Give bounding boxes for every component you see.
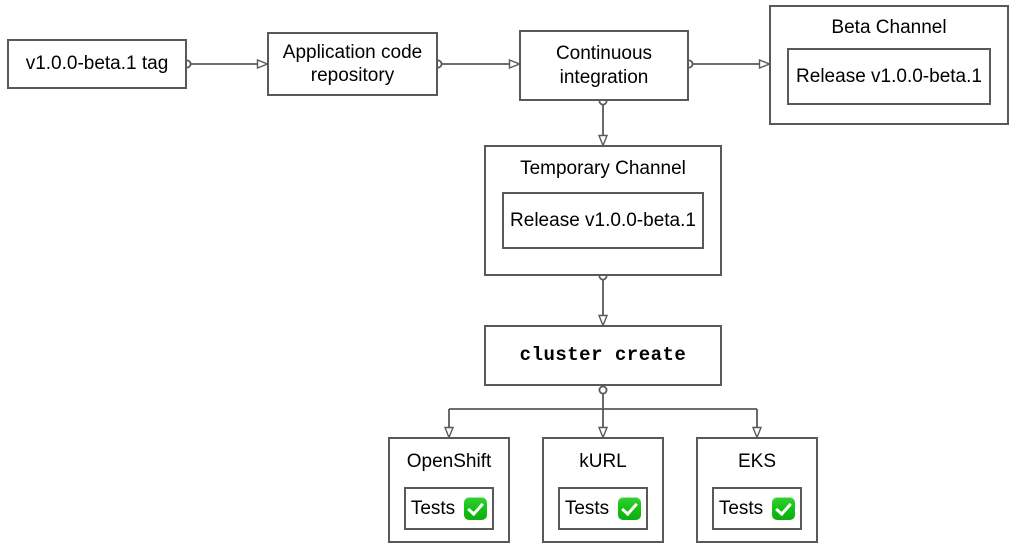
openshift-tests-box[interactable]: Tests: [404, 487, 494, 530]
temporary-channel-release-box[interactable]: Release v1.0.0-beta.1: [502, 192, 704, 249]
green-check-icon: [772, 497, 796, 520]
group-beta-channel[interactable]: Beta Channel Release v1.0.0-beta.1: [769, 5, 1009, 125]
green-check-icon: [464, 497, 488, 520]
kurl-tests-label: Tests: [564, 497, 610, 519]
green-check-icon: [618, 497, 642, 520]
temporary-channel-release-label: Release v1.0.0-beta.1: [510, 209, 696, 231]
beta-channel-title: Beta Channel: [831, 17, 947, 38]
kurl-tests-box[interactable]: Tests: [558, 487, 648, 530]
node-cluster-create-label: cluster create: [519, 343, 687, 366]
group-eks[interactable]: EKS Tests: [696, 437, 818, 543]
beta-channel-release-label: Release v1.0.0-beta.1: [796, 65, 982, 87]
group-kurl[interactable]: kURL Tests: [542, 437, 664, 543]
node-repo-label: Application code repository: [282, 41, 423, 86]
group-temporary-channel[interactable]: Temporary Channel Release v1.0.0-beta.1: [484, 145, 722, 276]
edge-source-dot: [598, 385, 608, 395]
node-ci-label: Continuous integration: [555, 43, 653, 88]
node-cluster-create[interactable]: cluster create: [484, 325, 722, 386]
node-tag-label: v1.0.0-beta.1 tag: [25, 53, 169, 75]
openshift-tests-label: Tests: [410, 497, 456, 519]
eks-tests-label: Tests: [718, 497, 764, 519]
eks-tests-box[interactable]: Tests: [712, 487, 802, 530]
eks-title: EKS: [737, 451, 777, 472]
beta-channel-release-box[interactable]: Release v1.0.0-beta.1: [787, 48, 991, 105]
temporary-channel-title: Temporary Channel: [520, 158, 686, 179]
node-application-code-repository[interactable]: Application code repository: [267, 32, 438, 96]
node-continuous-integration[interactable]: Continuous integration: [519, 30, 689, 101]
node-tag[interactable]: v1.0.0-beta.1 tag: [7, 39, 187, 89]
group-openshift[interactable]: OpenShift Tests: [388, 437, 510, 543]
openshift-title: OpenShift: [406, 451, 492, 472]
kurl-title: kURL: [579, 451, 627, 472]
